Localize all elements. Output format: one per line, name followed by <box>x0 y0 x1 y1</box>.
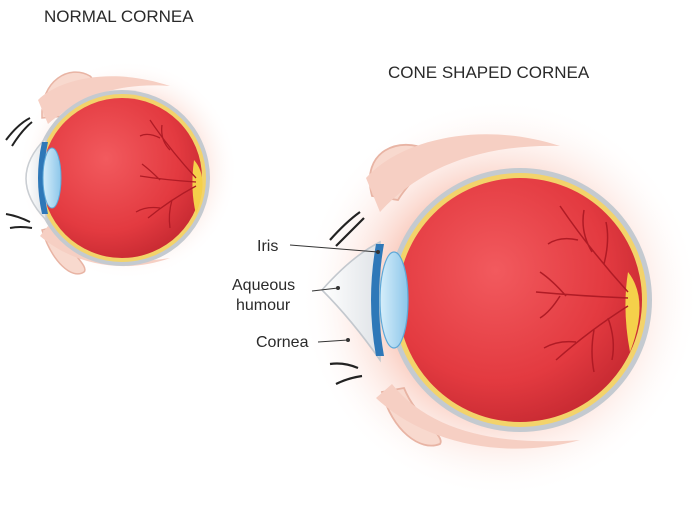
normal-eyeball <box>42 98 202 258</box>
aqueous-leader-line <box>311 287 339 292</box>
normal-lower-lashes <box>5 213 33 229</box>
normal-upper-lashes <box>5 117 33 147</box>
iris-label: Iris <box>257 238 278 255</box>
normal-eye: NORMAL CORNEA <box>5 7 238 280</box>
aqueous-leader-dot <box>336 286 340 290</box>
cone-iris <box>371 244 384 356</box>
cone-lens <box>379 251 409 349</box>
cornea-label: Cornea <box>256 334 309 351</box>
aqueous-label-line2: humour <box>236 297 291 314</box>
cone-lower-lashes <box>329 362 363 385</box>
iris-leader-dot <box>376 250 380 254</box>
cone-lower-lid-skin <box>376 384 580 449</box>
normal-upper-lid-skin <box>38 76 170 124</box>
cone-eye: CONE SHAPED CORNEA Iris Aqueous humour C… <box>232 63 700 498</box>
normal-optic-nerve <box>192 160 203 214</box>
cornea-leader-dot <box>346 338 350 342</box>
normal-cornea-title: NORMAL CORNEA <box>44 7 194 26</box>
cornea-leader-line <box>317 339 349 343</box>
normal-blood-vessels <box>135 119 197 229</box>
normal-lens <box>42 147 62 209</box>
aqueous-label-line1: Aqueous <box>232 277 295 294</box>
cone-blood-vessels <box>535 205 629 373</box>
cone-optic-nerve <box>625 272 640 352</box>
cone-upper-lid-skin <box>366 134 560 212</box>
cone-cornea-title: CONE SHAPED CORNEA <box>388 63 590 82</box>
cone-upper-lashes <box>329 211 365 247</box>
cone-eyeball <box>398 178 642 422</box>
iris-leader-line <box>289 244 379 253</box>
